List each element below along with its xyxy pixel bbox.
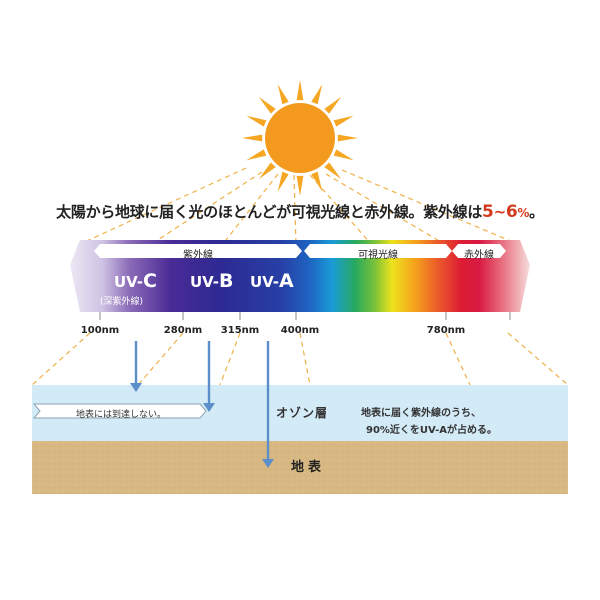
sun-ray: [333, 149, 354, 161]
headline-pct-from: 5: [482, 202, 494, 222]
sun-ray: [311, 84, 323, 105]
wavelength-label: 400nm: [280, 325, 320, 336]
sun-ray: [277, 84, 289, 105]
sun-disc: [265, 103, 335, 173]
sun-ray: [258, 162, 276, 180]
wavelength-ticks: [99, 312, 511, 320]
ground-label: 地表: [291, 460, 326, 475]
headline-text: 太陽から地球に届く光のほとんどが可視光線と赤外線。紫外線は5~6%。: [0, 201, 600, 222]
uv-c-letter: C: [142, 270, 157, 292]
uv-c-prefix: UV-: [114, 273, 143, 291]
band-visible-label: 可視光線: [358, 250, 398, 261]
sun-light-lines: [77, 167, 521, 246]
sun-ray: [333, 115, 354, 127]
spread-lines: [31, 332, 569, 386]
uv-a-label: UV-A: [250, 270, 294, 292]
uv-b-label: UV-B: [190, 270, 233, 292]
headline-pct-to: 6: [505, 202, 518, 222]
visible-range-arrow: [304, 244, 452, 258]
ozone-layer-label: オゾン層: [276, 406, 329, 420]
ground-note-text: 地表には到達しない。: [76, 410, 167, 420]
headline-pct-unit: %: [517, 206, 530, 220]
band-uv-label: 紫外線: [183, 250, 213, 261]
wavelength-label: 100nm: [80, 325, 120, 336]
sun-ray: [296, 80, 304, 101]
sun-ray: [324, 96, 342, 114]
infrared-range-arrow: [452, 244, 506, 258]
headline-part1: 太陽から地球に届く光のほとんどが可視光線と赤外線。紫外線は: [56, 203, 483, 221]
ground-surface: [32, 441, 568, 494]
ozone-note-line1: 地表に届く紫外線のうち、: [361, 408, 481, 419]
wavelength-label: 315nm: [220, 325, 260, 336]
uv-b-letter: B: [218, 270, 234, 292]
uv-c-label: UV-C: [114, 270, 157, 292]
uv-b-prefix: UV-: [190, 273, 219, 291]
sun-icon: [242, 80, 358, 196]
sun-ray: [242, 134, 263, 142]
uv-a-letter: A: [278, 270, 294, 292]
uv-arrows: [130, 341, 274, 468]
headline-end: 。: [529, 203, 544, 221]
sun-ray: [258, 96, 276, 114]
ozone-note-line2: 90%近くをUV-Aが占める。: [366, 425, 497, 436]
uv-c-sublabel: (深紫外線): [100, 297, 144, 307]
wavelength-label: 280nm: [163, 325, 203, 336]
sun-ray: [296, 175, 304, 196]
sun-ray: [311, 171, 323, 192]
sun-ray: [277, 171, 289, 192]
headline-pct-sep: ~: [493, 203, 507, 221]
wavelength-label: 780nm: [426, 325, 466, 336]
ground-note-banner: [32, 403, 207, 419]
sun-rays: [242, 80, 358, 196]
uv-range-arrow: [94, 244, 302, 258]
sun-ray: [324, 162, 342, 180]
band-infrared-label: 赤外線: [464, 250, 494, 261]
uv-a-prefix: UV-: [250, 273, 279, 291]
sun-ray: [246, 115, 267, 127]
sun-ray: [337, 134, 358, 142]
sun-ray: [246, 149, 267, 161]
